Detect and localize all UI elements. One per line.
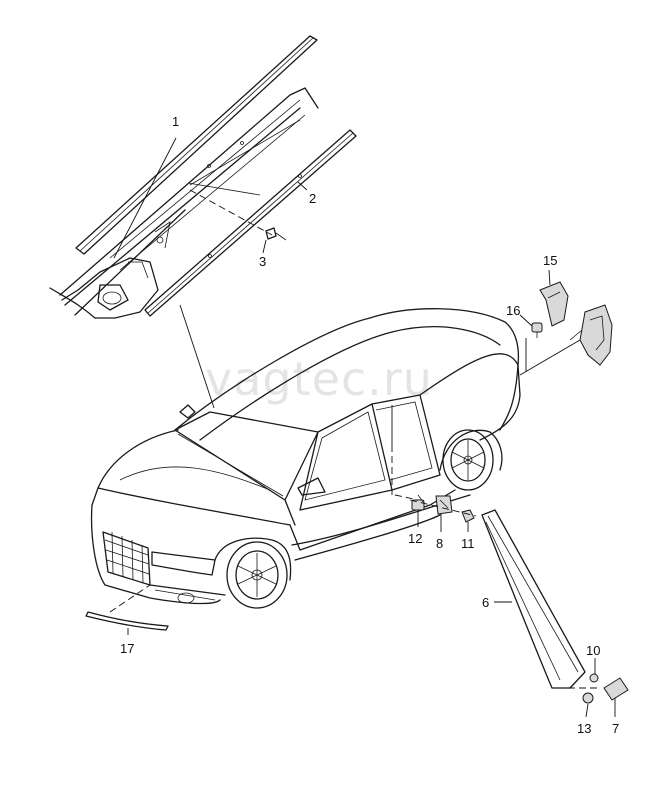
callout-11: 11 <box>461 536 475 551</box>
callout-7: 7 <box>612 721 619 736</box>
callout-6: 6 <box>482 595 489 610</box>
callout-3: 3 <box>259 254 266 269</box>
relation-lines <box>109 189 600 689</box>
callout-17: 17 <box>120 641 134 656</box>
callout-13: 13 <box>577 721 591 736</box>
callout-15: 15 <box>543 253 557 268</box>
clip-part-13 <box>582 692 594 704</box>
mirror-bracket <box>569 304 613 366</box>
screw-part-10 <box>589 673 599 683</box>
screw-part <box>531 322 543 338</box>
screw-part-11 <box>461 509 475 523</box>
watermark: vagtec.ru <box>205 352 433 406</box>
clip-part-8 <box>435 495 453 515</box>
callout-labels: 1 2 3 15 16 12 8 11 6 17 10 13 7 <box>120 114 619 736</box>
lower-strip <box>85 611 169 631</box>
callout-2: 2 <box>309 191 316 206</box>
callout-10: 10 <box>586 643 600 658</box>
callout-8: 8 <box>436 536 443 551</box>
roof-detail <box>49 35 357 319</box>
callout-12: 12 <box>408 531 422 546</box>
end-cap-part <box>603 677 629 701</box>
car-body <box>90 308 521 609</box>
callout-16: 16 <box>506 303 520 318</box>
pillar-trim <box>481 509 586 689</box>
callout-1: 1 <box>172 114 179 129</box>
leader-lines <box>113 137 616 718</box>
cap-part <box>539 281 569 327</box>
